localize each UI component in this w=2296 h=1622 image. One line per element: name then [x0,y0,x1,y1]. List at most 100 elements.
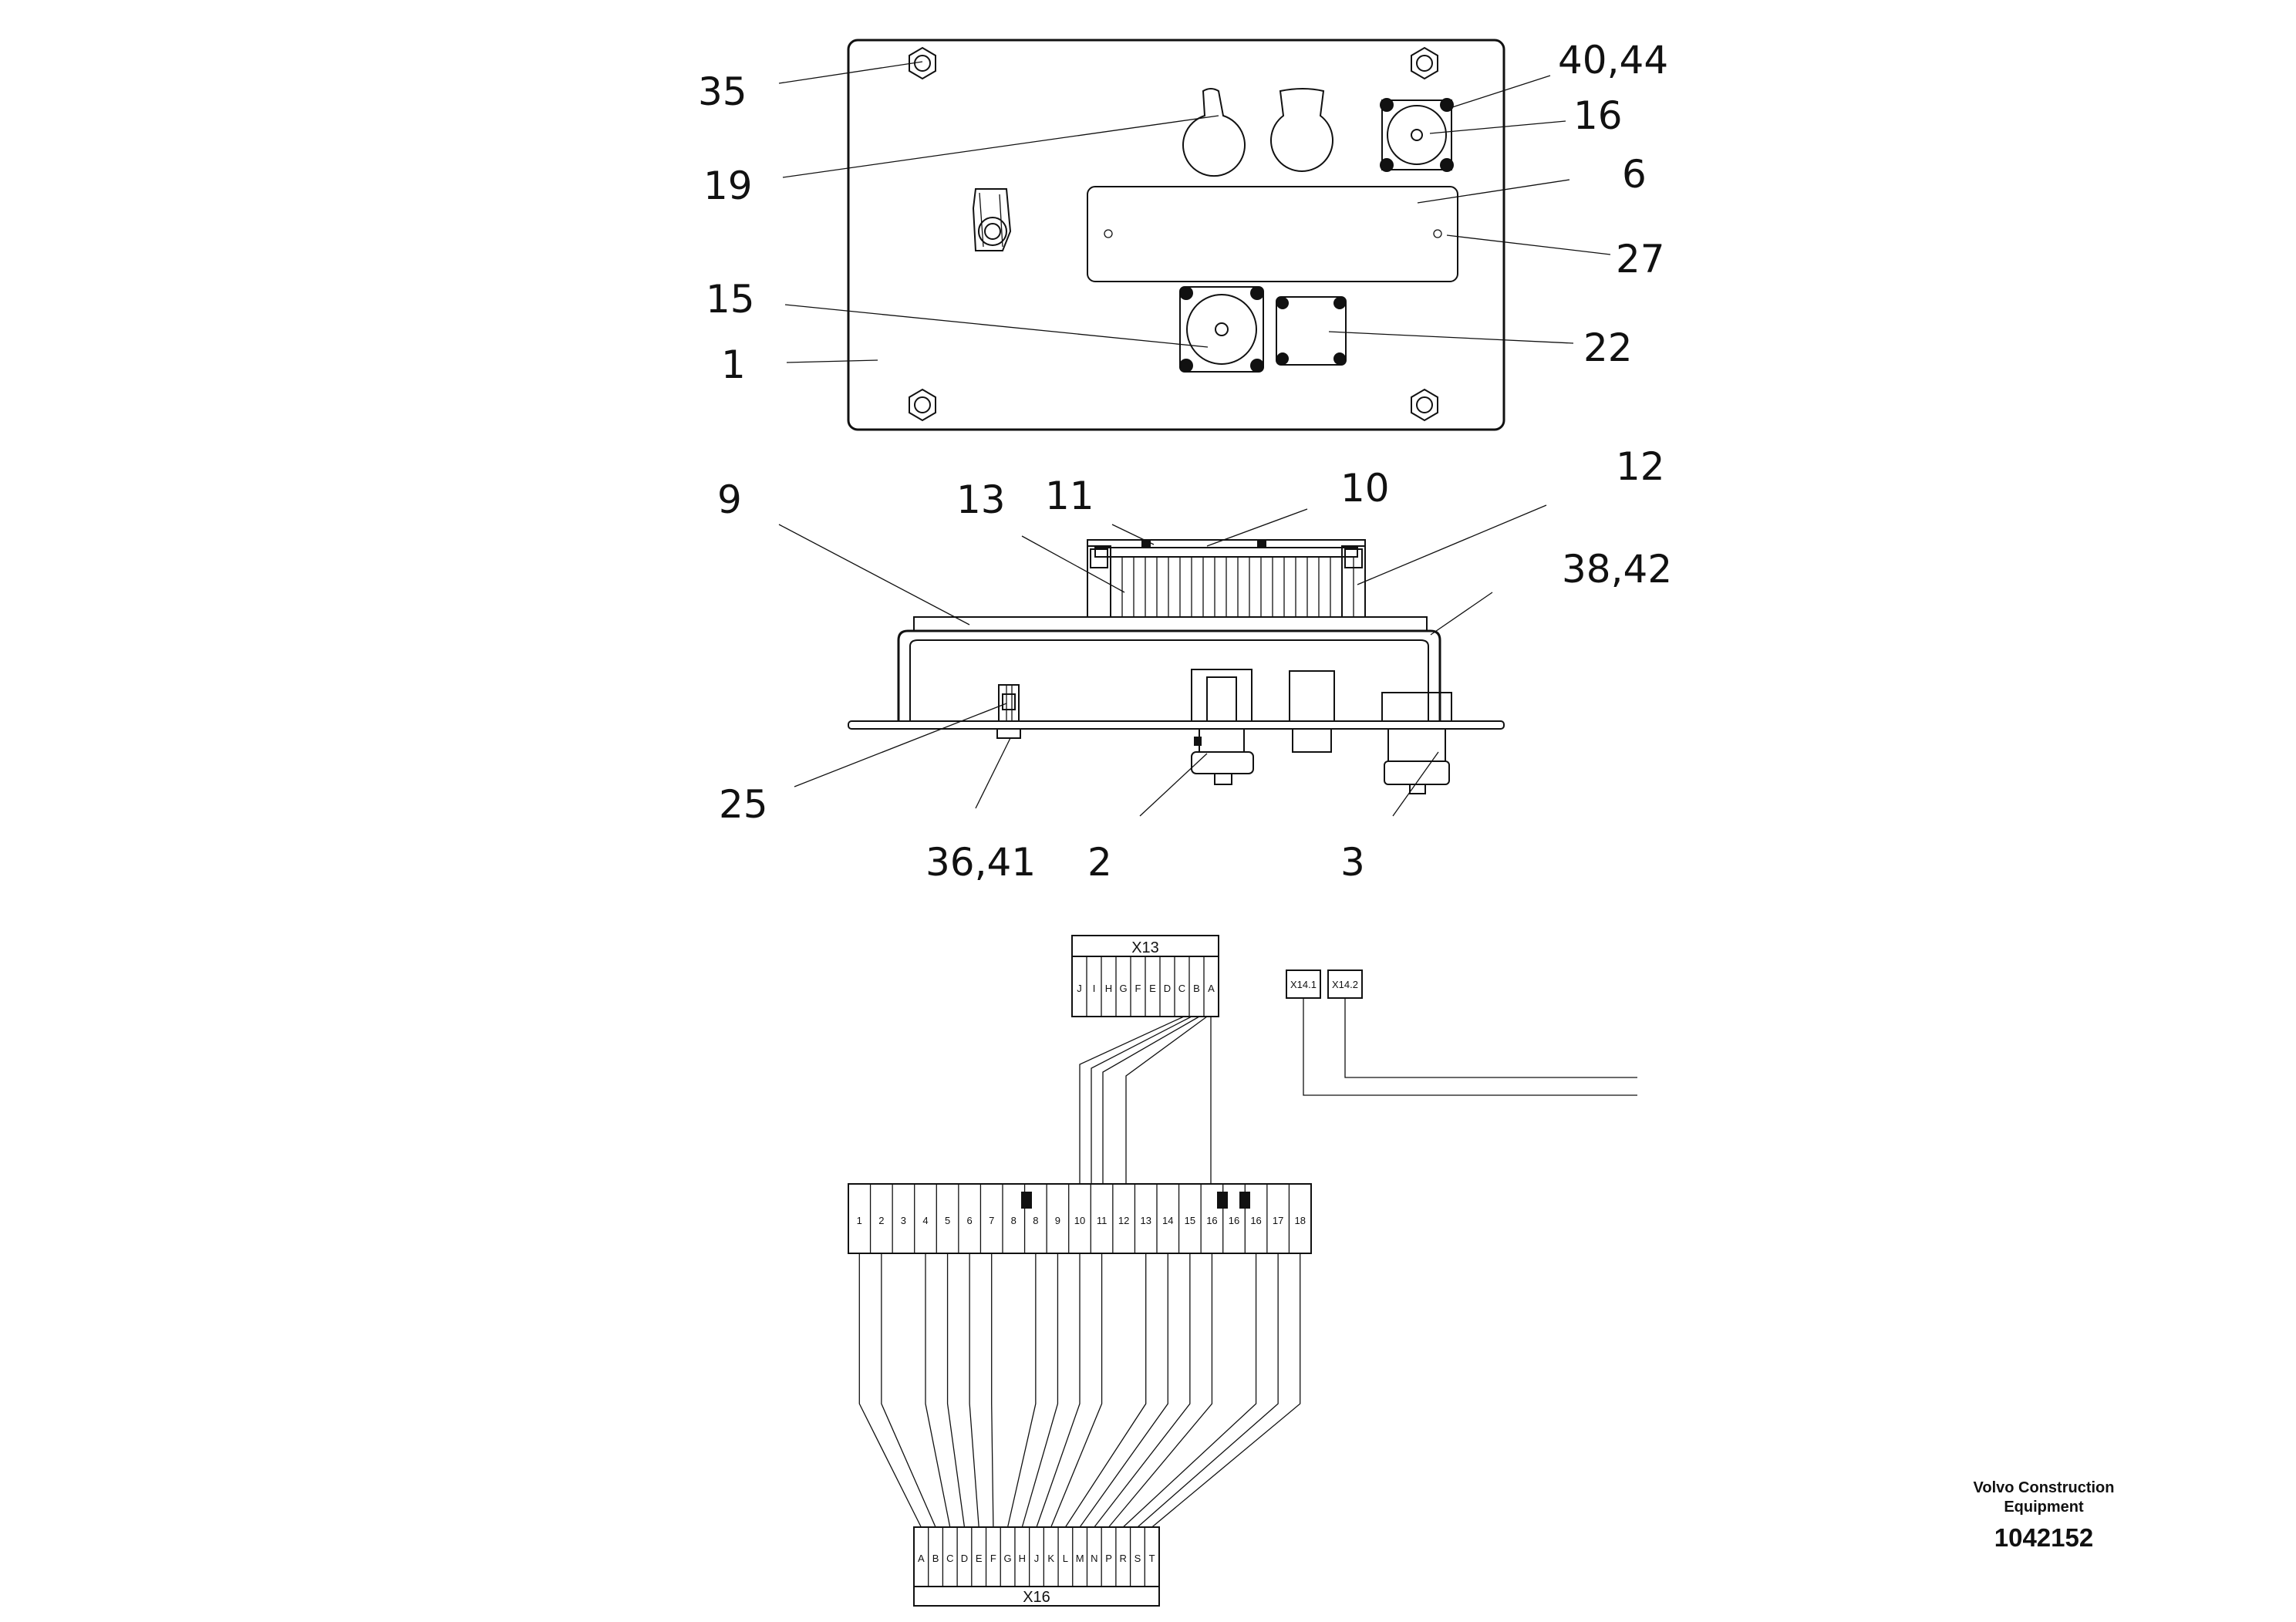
pin-label: C [1178,983,1185,994]
pin-label: F [1135,983,1141,994]
pin-label: T [1149,1553,1155,1564]
callout-15: 15 [706,277,755,322]
pin-label: 4 [922,1215,928,1226]
pin-label: 16 [1206,1215,1217,1226]
pin-label: C [946,1553,953,1564]
company-name-line2: Equipment [2004,1499,2084,1516]
callout-16: 16 [1573,93,1623,138]
fuse-holder-icon [1270,88,1333,172]
callout-12: 12 [1616,444,1665,489]
wire [1094,1253,1191,1528]
company-name-line1: Volvo Construction [1974,1479,2115,1496]
hex-nut-icon [909,388,936,422]
callout-25: 25 [719,782,768,827]
pin-label: P [1105,1553,1112,1564]
pin-label: 8 [1011,1215,1017,1226]
pin-label: G [1004,1553,1012,1564]
wire [1006,1253,1037,1528]
callout-2: 2 [1087,840,1112,885]
din-rail [913,616,1428,632]
x13-label: X13 [1131,939,1159,956]
pin-label: 3 [901,1215,906,1226]
square-connector-icon [1276,296,1347,366]
connector-side-icon [1191,669,1254,785]
pin-label: E [1149,983,1156,994]
pin-label: 17 [1273,1215,1283,1226]
front-panel-plate [847,39,1505,431]
round-connector-icon [1179,286,1264,373]
pin-label: H [1019,1553,1026,1564]
title-block: Volvo Construction Equipment 1042152 [1974,1479,2115,1552]
label-plate [1087,186,1458,282]
hex-nut-icon [1411,46,1438,80]
wire [969,1253,979,1528]
pin-label: 6 [967,1215,973,1226]
connector-side-icon [1381,692,1452,794]
x14-1-label: X14.1 [1290,979,1317,990]
lock-icon [972,188,1012,251]
pin-label: 12 [1118,1215,1129,1226]
wire [925,1253,951,1528]
fuse-holder-side [1289,670,1335,722]
callout-22: 22 [1583,325,1633,370]
callout-10: 10 [1340,466,1390,511]
pin-label: 7 [989,1215,994,1226]
hex-nut-icon [1411,388,1438,422]
pin-label: 1 [857,1215,862,1226]
pin-label: 16 [1229,1215,1239,1226]
pin-label: J [1077,983,1082,994]
pin-label: 11 [1097,1215,1108,1226]
wire [1151,1253,1301,1528]
pin-label: 15 [1185,1215,1195,1226]
wire [1050,1253,1103,1528]
callout-11: 11 [1045,474,1094,518]
pin-label: 10 [1074,1215,1085,1226]
pin-label: 13 [1140,1215,1151,1226]
pin-label: L [1063,1553,1068,1564]
wire [991,1253,994,1528]
x16-label: X16 [1023,1589,1050,1606]
pin-label: 2 [878,1215,884,1226]
callout-35: 35 [698,69,747,114]
callout-27: 27 [1616,237,1665,282]
pin-label: D [1164,983,1171,994]
callout-19: 19 [703,164,753,208]
base-plate [848,720,1505,730]
wire [1122,1253,1257,1528]
wire [858,1253,922,1528]
wire [881,1253,936,1528]
pin-label: B [932,1553,939,1564]
pin-label: A [918,1553,925,1564]
pin-label: H [1105,983,1112,994]
callout-40-44: 40,44 [1558,38,1668,83]
pin-label: 5 [945,1215,950,1226]
pin-label: M [1076,1553,1084,1564]
pin-label: 8 [1033,1215,1038,1226]
callout-6: 6 [1622,152,1647,197]
pin-label: N [1091,1553,1097,1564]
callout-38-42: 38,42 [1562,547,1672,592]
pin-label: A [1208,983,1215,994]
x14-2-label: X14.2 [1332,979,1358,990]
wire [1137,1253,1279,1528]
pin-label: K [1047,1553,1054,1564]
pin-label: 18 [1294,1215,1305,1226]
pin-label: G [1119,983,1127,994]
wire [1021,1253,1059,1528]
side-view: 9 13 11 10 12 38,42 25 36,41 2 3 [717,444,1672,885]
round-connector-icon [1380,98,1454,172]
pin-label: 16 [1250,1215,1261,1226]
pin-label: E [976,1553,983,1564]
wire [1036,1253,1081,1528]
wire [1108,1253,1213,1528]
screw-icon [996,684,1021,739]
pin-label: D [961,1553,968,1564]
fuse-holder-icon [1182,88,1246,177]
pin-label: F [990,1553,996,1564]
pin-label: 9 [1055,1215,1060,1226]
pin-label: B [1193,983,1200,994]
